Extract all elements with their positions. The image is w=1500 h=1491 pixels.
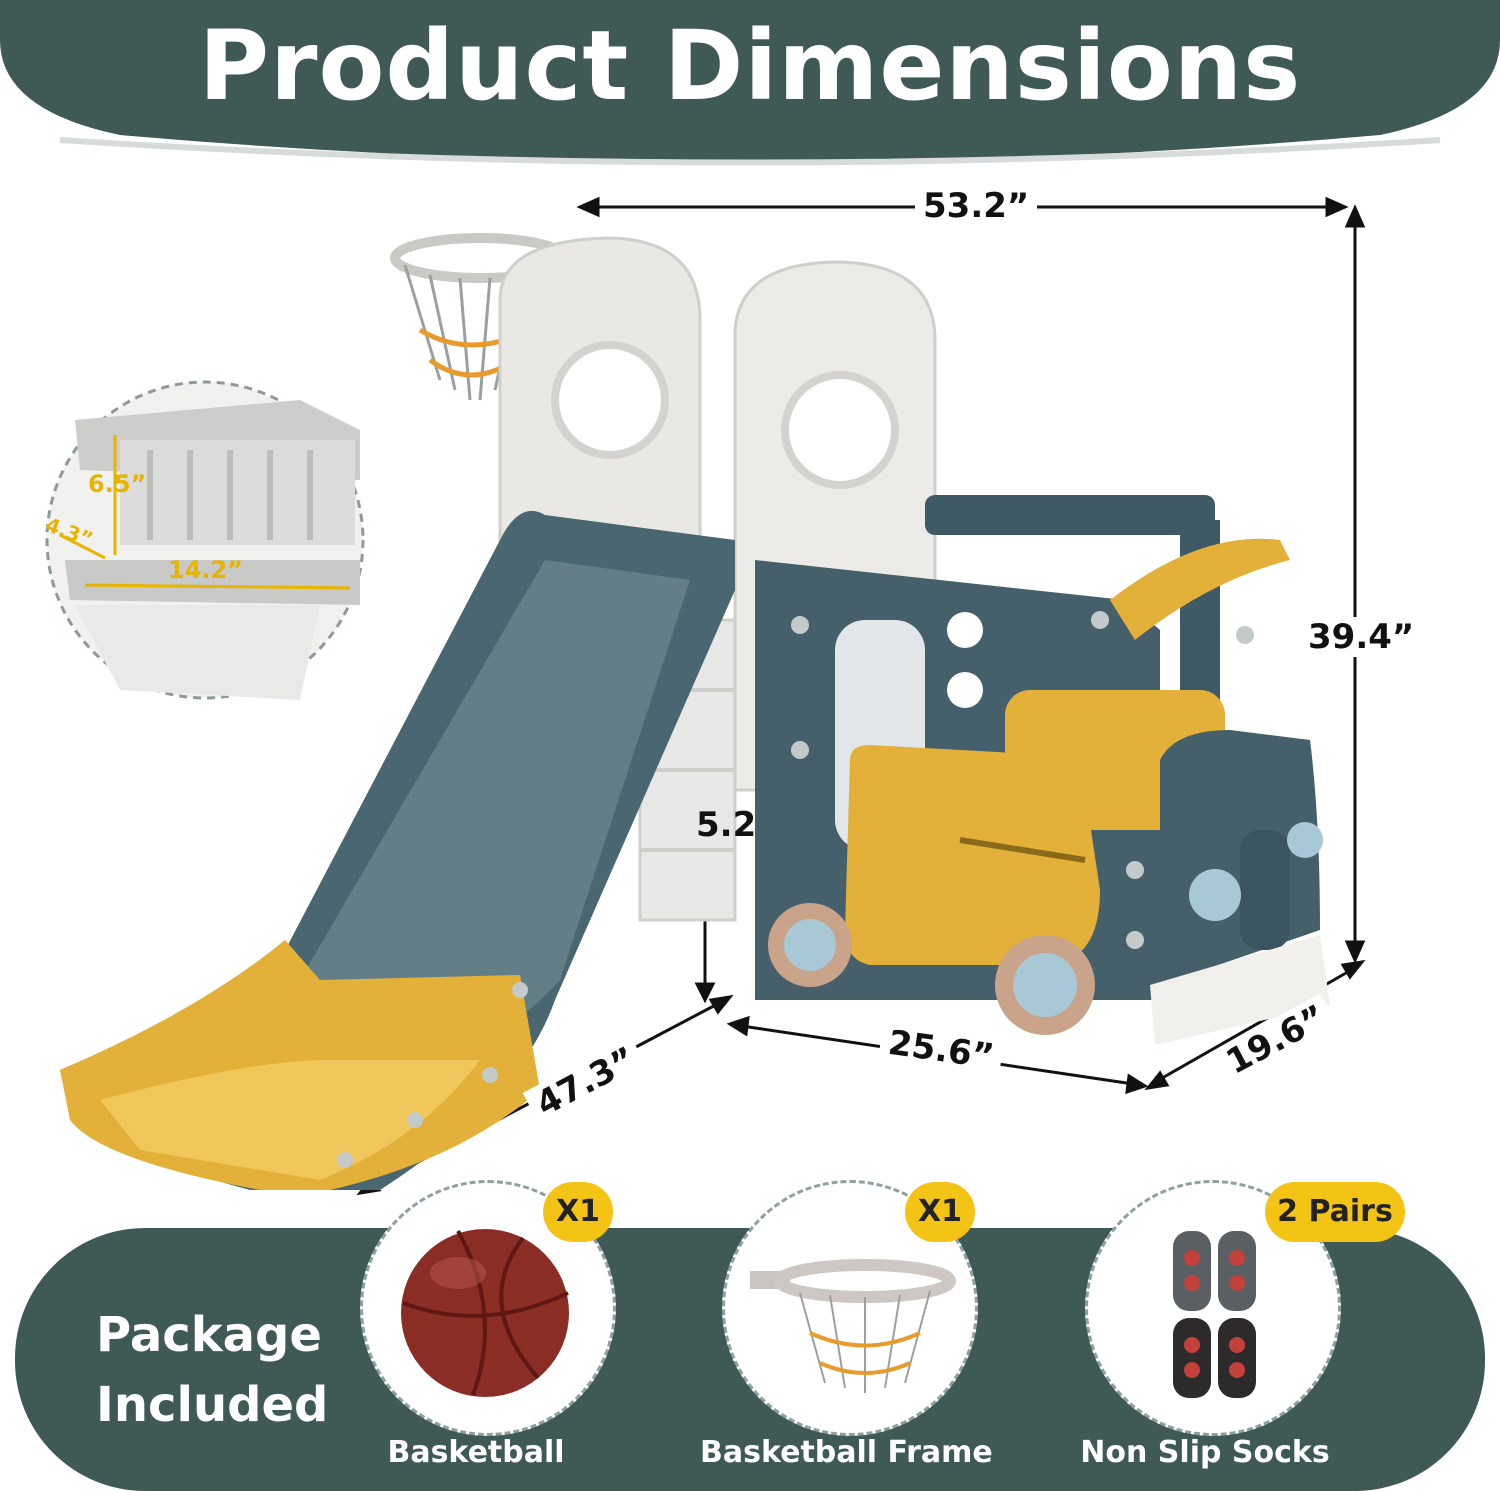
dim-height: 39.4” <box>1300 617 1423 657</box>
header-banner <box>0 0 1500 166</box>
package-heading-line1: Package <box>96 1307 322 1363</box>
package-heading: Package Included <box>96 1300 328 1440</box>
package-heading-line2: Included <box>96 1377 329 1433</box>
inset-step-width: 14.2” <box>168 556 243 584</box>
inset-step-height: 6.5” <box>88 470 147 498</box>
dim-total-length: 53.2” <box>915 186 1038 226</box>
item-label-basketball-frame: Basketball Frame <box>700 1435 993 1470</box>
basketball-hoop-icon <box>750 1259 956 1393</box>
qty-badge-basketball: X1 <box>543 1182 613 1242</box>
socks-icon <box>1173 1231 1256 1398</box>
item-label-socks: Non Slip Socks <box>1080 1435 1330 1470</box>
dim-step-partial: 5.2 <box>696 805 757 845</box>
basketball-icon <box>401 1229 569 1397</box>
slide-bus-illustration <box>45 196 1366 1196</box>
qty-badge-socks: 2 Pairs <box>1265 1182 1405 1242</box>
qty-badge-basketball-frame: X1 <box>905 1182 975 1242</box>
page-title: Product Dimensions <box>198 10 1302 122</box>
item-label-basketball: Basketball <box>387 1435 565 1470</box>
